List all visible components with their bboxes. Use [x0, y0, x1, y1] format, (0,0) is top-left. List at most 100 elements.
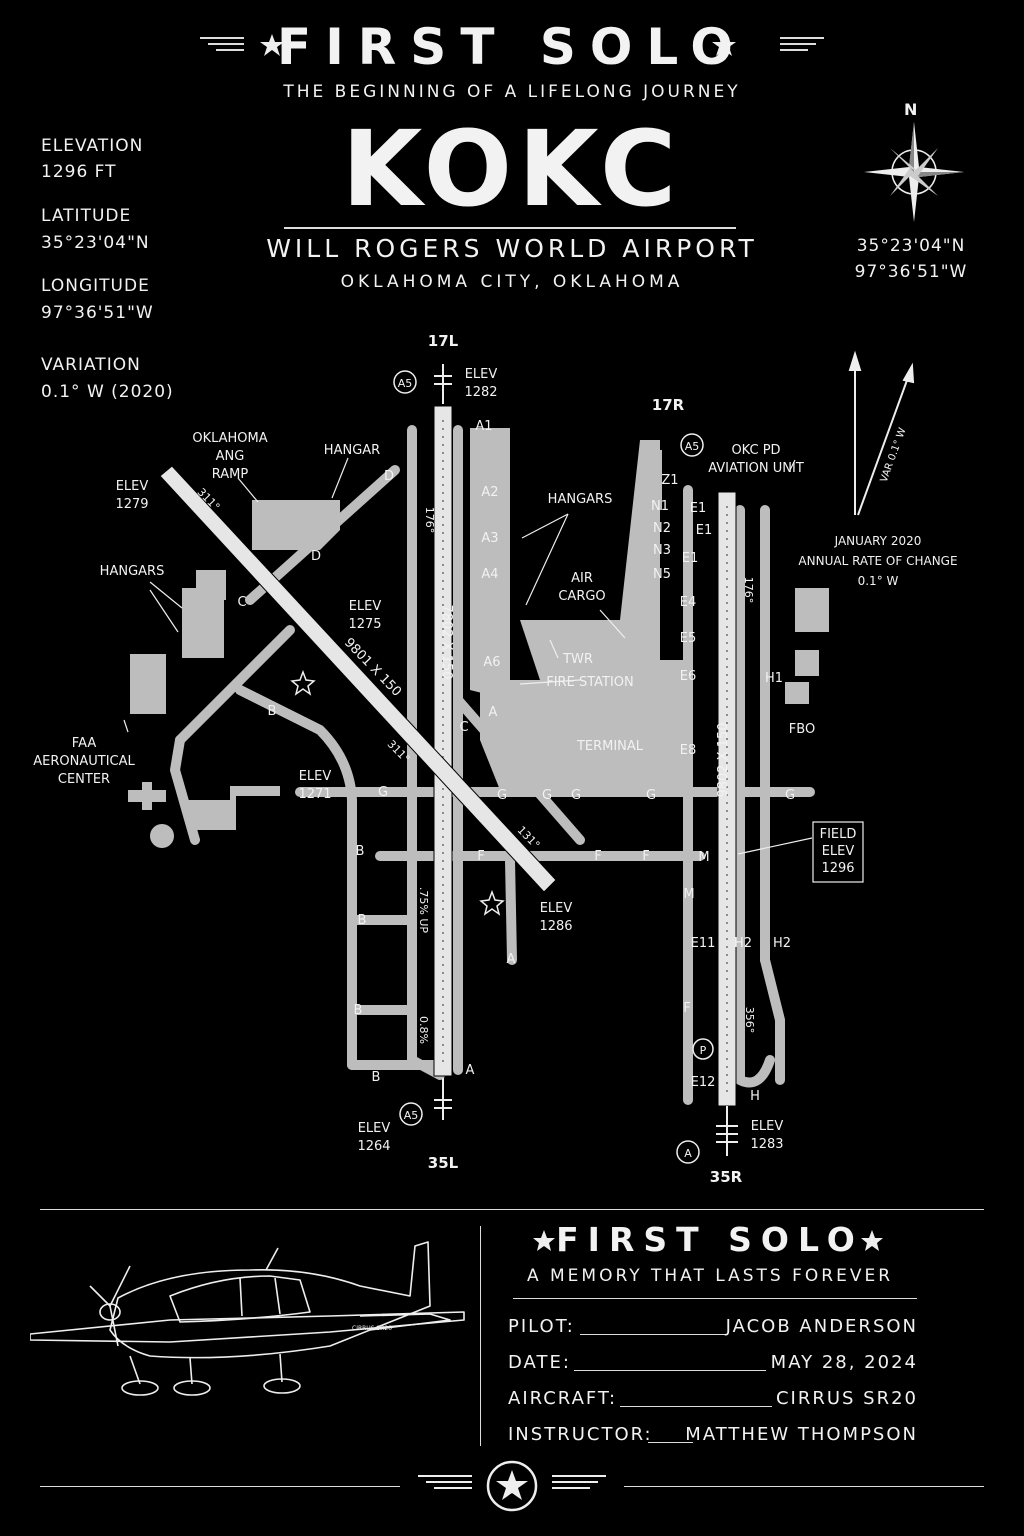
taxiway-label: A5 [685, 440, 700, 453]
hangars-center-label: HANGARS [548, 492, 613, 507]
elev-value: 1286 [539, 919, 572, 934]
plane-marking: CIRRUS SR20 [352, 1325, 392, 1332]
taxiway-label: D [384, 469, 394, 484]
airport-code: KOKC [341, 108, 683, 230]
taxiway-label: A2 [481, 485, 498, 500]
fire-station-label: FIRE STATION [546, 675, 634, 690]
taxiway-label: D [311, 549, 321, 564]
taxiway-label: F [477, 849, 484, 864]
taxiway-label: B [356, 844, 365, 859]
variation-note: JANUARY 2020 [834, 534, 922, 548]
runway-heading: 176° [423, 507, 436, 534]
pilot-underline [580, 1334, 726, 1335]
taxiway-label: M [683, 887, 694, 902]
taxiway-label: F [594, 849, 601, 864]
taxiway-label: G [497, 788, 507, 803]
taxiway-label: F [642, 849, 649, 864]
elevation-value: 1296 FT [41, 162, 117, 182]
compass-lat: 35°23'04"N [856, 236, 966, 256]
taxiway-label: G [785, 788, 795, 803]
runway-35r-label: 35R [710, 1168, 743, 1186]
variation-value: 0.1° W (2020) [41, 382, 174, 402]
faa-label: FAA [72, 736, 97, 751]
taxiway-label: A [466, 1063, 475, 1078]
latitude-value: 35°23'04"N [41, 233, 150, 253]
elev-label: ELEV [751, 1119, 784, 1134]
divider [284, 227, 736, 229]
taxiway-label: A4 [481, 567, 498, 582]
taxiway-label: B [372, 1070, 381, 1085]
date-underline [574, 1370, 766, 1371]
parking-label: P [700, 1044, 707, 1057]
taxiway-label: G [542, 788, 552, 803]
runway-17r-label: 17R [652, 396, 685, 414]
taxiway-label: A [489, 705, 498, 720]
taxiway-label: N3 [653, 543, 671, 558]
diagram-shapes [128, 428, 829, 848]
instructor-value: MATTHEW THOMPSON [685, 1424, 918, 1445]
date-label: DATE: [508, 1352, 571, 1373]
pilot-value: JACOB ANDERSON [725, 1316, 918, 1337]
taxiway-label: B [358, 913, 367, 928]
fbo-label: FBO [789, 722, 815, 737]
taxiway-label: E1 [696, 523, 713, 538]
elev-value: 1279 [115, 497, 148, 512]
elevation-label: ELEVATION [41, 136, 144, 156]
memory-title: FIRST SOLO [556, 1220, 864, 1259]
memory-subtitle: A MEMORY THAT LASTS FOREVER [526, 1266, 894, 1286]
aircraft-value: CIRRUS SR20 [775, 1388, 918, 1409]
field-elev-value: 1296 [821, 861, 854, 876]
variation-label: VARIATION [41, 355, 141, 375]
taxiway-label: H2 [734, 936, 752, 951]
terminal-label: TERMINAL [576, 739, 644, 754]
taxiway-label: G [646, 788, 656, 803]
taxiway-label: E1 [682, 551, 699, 566]
instructor-label: INSTRUCTOR: [508, 1424, 653, 1445]
taxiway-label: E4 [680, 595, 697, 610]
longitude-label: LONGITUDE [41, 276, 150, 296]
memory-title-stars [533, 1230, 883, 1251]
star-icon [861, 1230, 883, 1251]
taxiway-label: E1 [690, 501, 707, 516]
ang-ramp-label: OKLAHOMA [192, 431, 267, 446]
taxiway-label: A5 [404, 1109, 419, 1122]
taxiway-label: C [459, 720, 468, 735]
taxiway-label: E12 [691, 1075, 716, 1090]
airport-diagram: 17L 35L 17R 35R ELEV 1282 ELEV 1279 ELEV… [33, 332, 957, 1186]
faa-label: AERONAUTICAL [33, 754, 135, 769]
page-subtitle: THE BEGINNING OF A LIFELONG JOURNEY [283, 82, 741, 102]
ang-ramp-label: RAMP [212, 467, 249, 482]
taxiway-label: E8 [680, 743, 697, 758]
compass-lon: 97°36'51"W [854, 262, 968, 282]
elev-label: ELEV [349, 599, 382, 614]
taxiway-label: A [684, 1147, 692, 1160]
airport-name: WILL ROGERS WORLD AIRPORT [266, 234, 758, 263]
runways [159, 405, 737, 1107]
runway-35l-label: 35L [428, 1154, 459, 1172]
taxiway-label: A5 [398, 377, 413, 390]
star-icon [533, 1230, 555, 1251]
field-elev-label: ELEV [822, 844, 855, 859]
star-icon [479, 889, 505, 916]
taxiway-label: H1 [765, 671, 783, 686]
taxiway-label: G [378, 785, 388, 800]
elev-label: ELEV [358, 1121, 391, 1136]
okc-pd-label: AVIATION UNIT [708, 461, 804, 476]
runway-17l-dims: 7802 X 150 [439, 604, 454, 679]
footer-line-left [40, 1486, 400, 1487]
taxiway-label: A1 [475, 419, 492, 434]
ang-ramp-label: ANG [216, 449, 245, 464]
north-arrow-icon [848, 350, 915, 516]
taxiway-label: B [268, 704, 277, 719]
airplane-icon: CIRRUS SR20 [30, 1241, 465, 1396]
latitude-label: LATITUDE [41, 206, 132, 226]
longitude-value: 97°36'51"W [41, 303, 154, 323]
elev-label: ELEV [299, 769, 332, 784]
runway-heading: 356° [743, 1007, 756, 1034]
bottom-divider [40, 1209, 984, 1210]
compass-north-label: N [904, 100, 918, 119]
taxiway-label: N1 [651, 499, 669, 514]
airport-location: OKLAHOMA CITY, OKLAHOMA [340, 272, 684, 292]
hangar-label: HANGAR [324, 443, 380, 458]
runway-17r-dims: 9802 X 150 [716, 722, 731, 797]
